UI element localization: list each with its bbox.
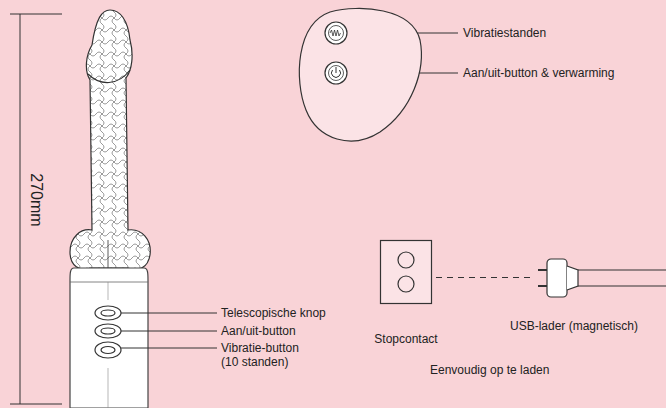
part-label: Vibratiestanden xyxy=(463,26,546,40)
product-body xyxy=(70,10,150,269)
remote-control xyxy=(299,8,421,141)
charger-cable xyxy=(578,270,666,286)
charger-plug: USB-lader (magnetisch) xyxy=(538,256,578,300)
part-label: Telescopische knop xyxy=(221,306,326,320)
dimension-line xyxy=(10,14,62,404)
dimension-label: 270mm xyxy=(27,173,45,226)
wall-socket: Stopcontact xyxy=(380,240,432,304)
node-label: USB-lader (magnetisch) xyxy=(510,319,638,333)
node-label: Stopcontact xyxy=(374,332,437,346)
product-handle xyxy=(70,268,148,408)
dashed-connector xyxy=(436,277,534,278)
part-label: Aan/uit-button & verwarming xyxy=(463,66,614,80)
handle-buttons xyxy=(95,306,121,358)
part-label: Aan/uit-button xyxy=(221,324,296,338)
part-label: Vibratie-button (10 standen) xyxy=(221,341,316,369)
socket-outline xyxy=(380,240,432,304)
part-label: Eenvoudig op te laden xyxy=(430,363,549,377)
plug-outline xyxy=(538,256,578,300)
